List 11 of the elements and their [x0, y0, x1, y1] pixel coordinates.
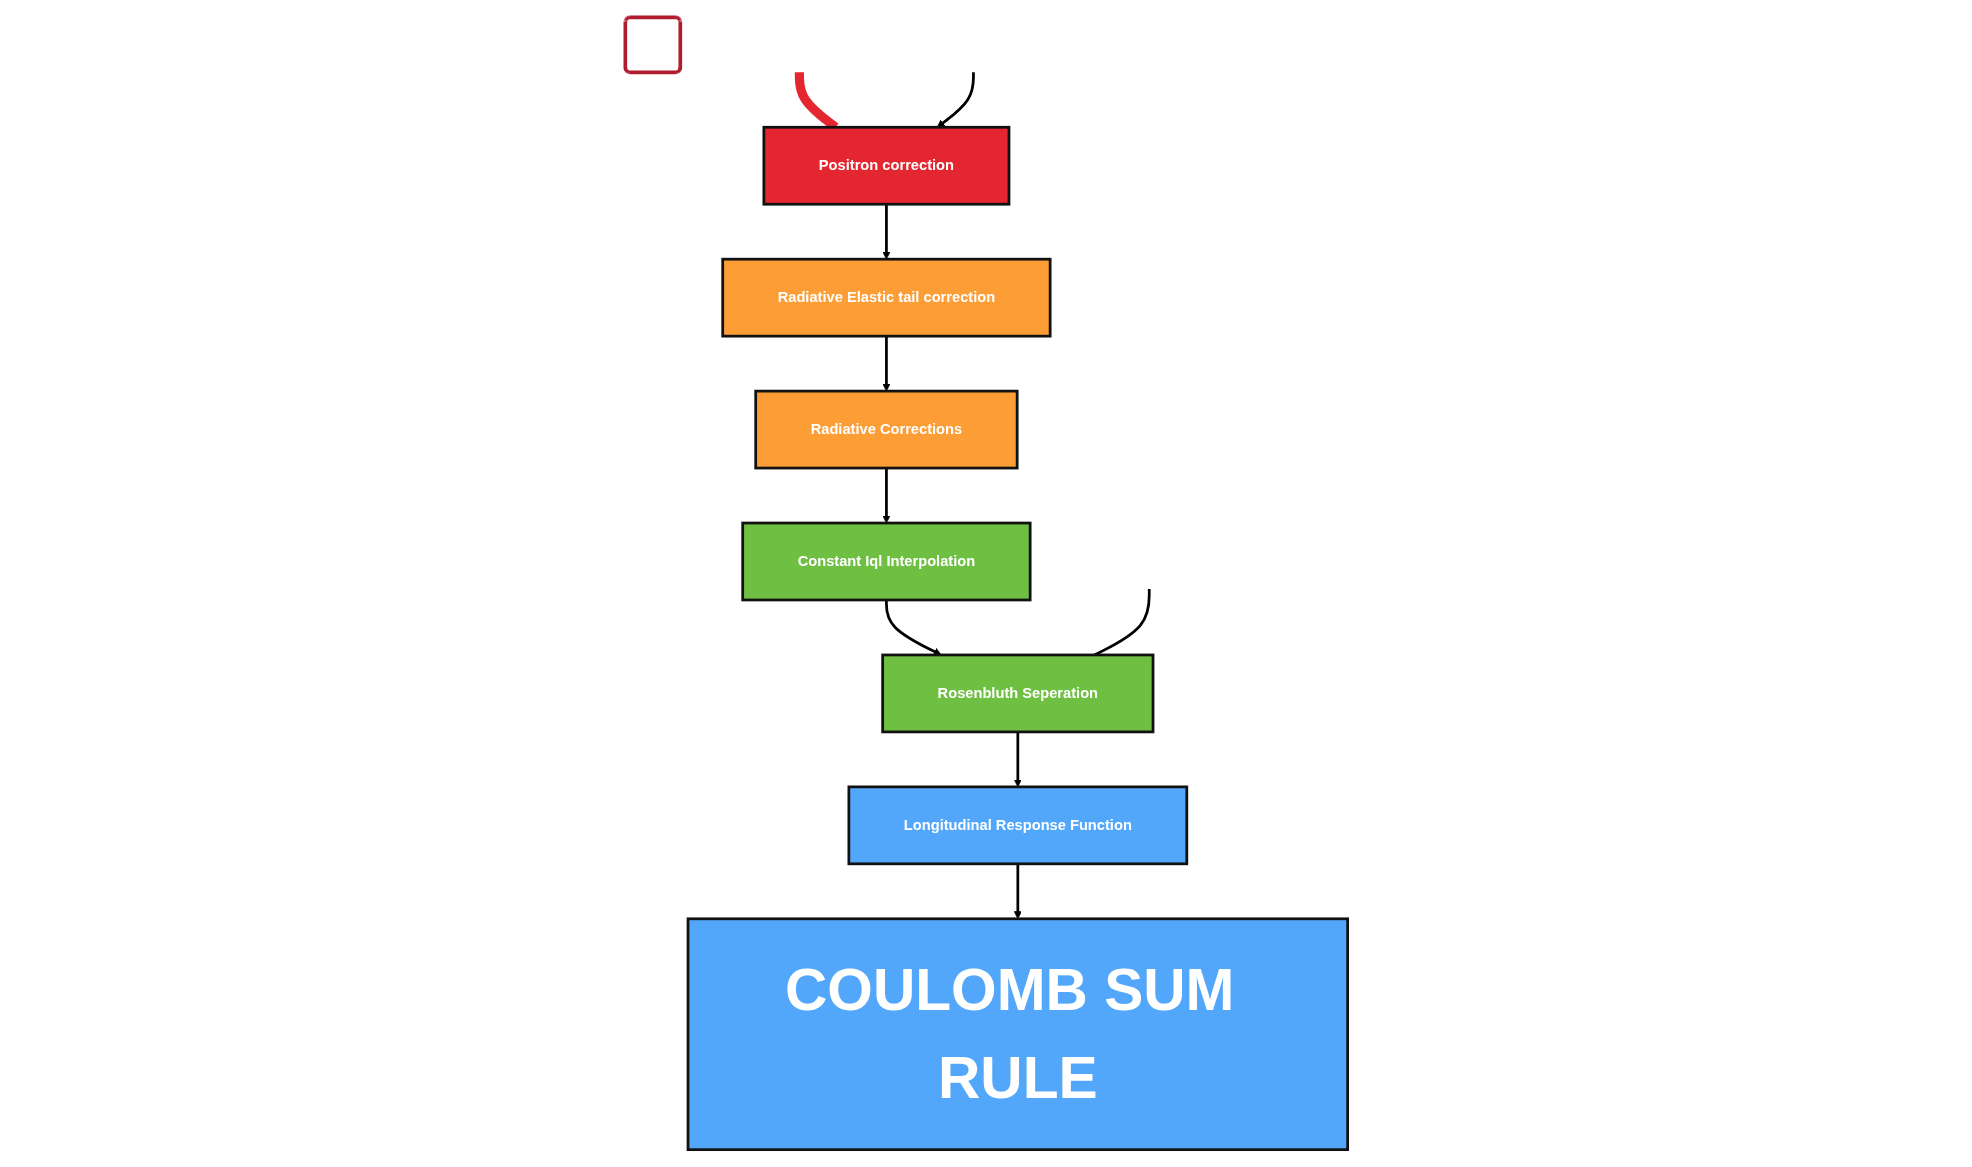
arrow [881, 204, 890, 260]
node-box: COULOMB SUM RULE [686, 917, 1349, 1152]
arrow [936, 72, 975, 128]
node-box: Radiative Corrections [753, 389, 1019, 470]
node-box: Radiative Elastic tail correction [720, 257, 1052, 338]
node-box: Positron correction [762, 125, 1010, 206]
node-box: Constant Iql Interpolation [740, 521, 1032, 602]
arrow [881, 468, 890, 524]
arrow [881, 336, 890, 392]
node-box: Rosenbluth Seperation [880, 653, 1154, 734]
node-box: Longitudinal Response Function [847, 785, 1188, 866]
